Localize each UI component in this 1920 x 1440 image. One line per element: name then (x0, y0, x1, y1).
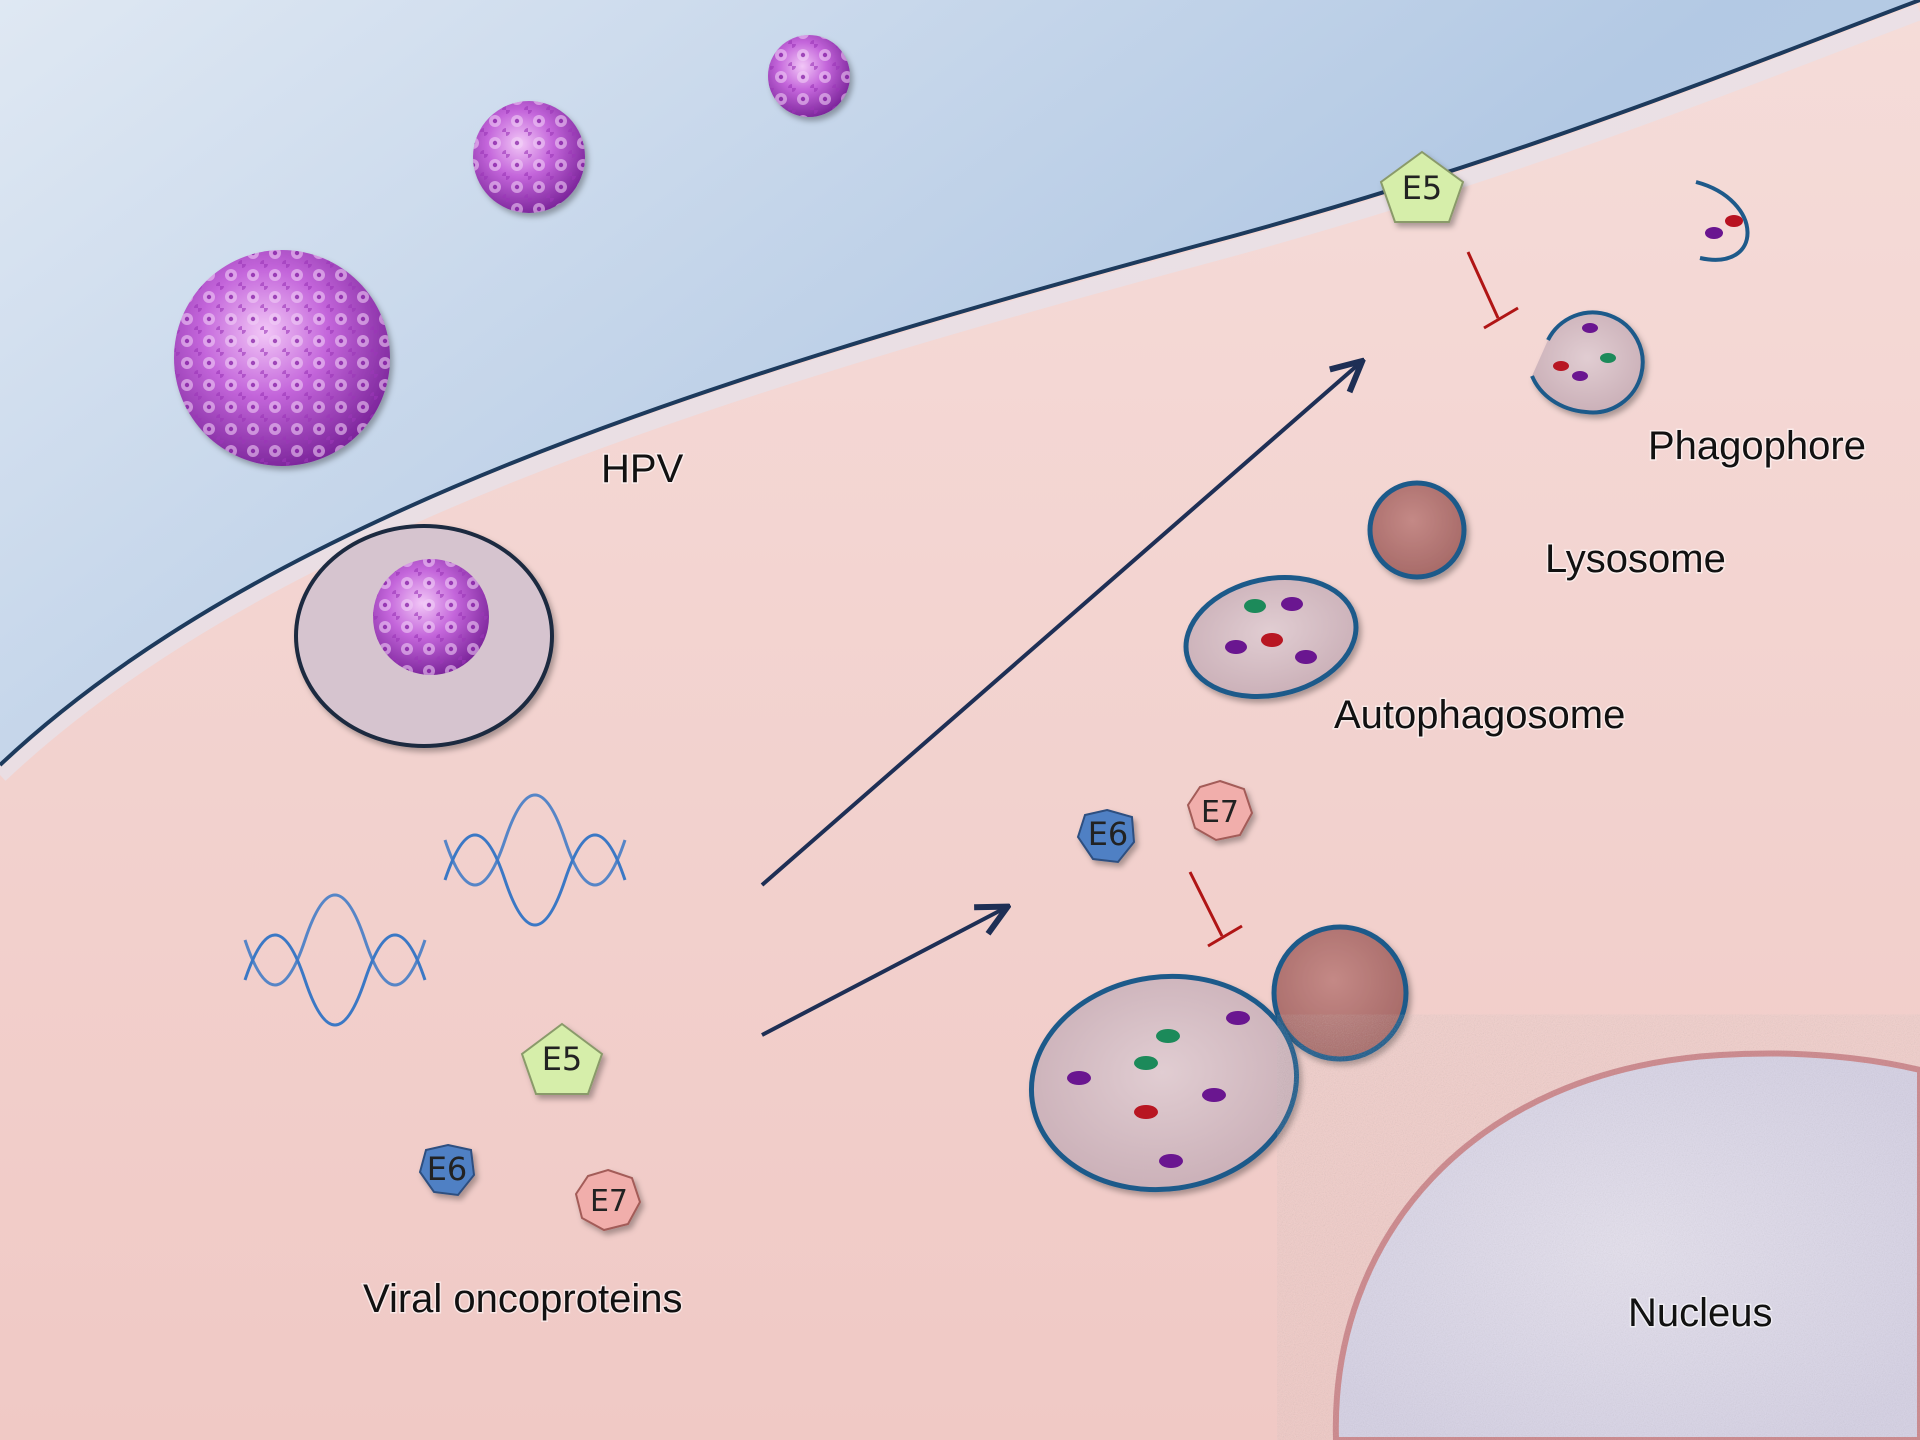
nucleus (1332, 1050, 1920, 1440)
hpv-virion-medium (473, 101, 585, 213)
cell-membrane (0, 0, 1920, 767)
hpv-label: HPV (601, 447, 684, 491)
cargo-purple (1572, 371, 1588, 381)
arrow-to-phagophore (760, 363, 1360, 887)
phagophore-label: Phagophore (1648, 424, 1866, 468)
cargo-purple (1295, 650, 1317, 664)
lysosome (1367, 480, 1467, 580)
cargo-red (1725, 215, 1743, 227)
viral-oncoproteins-label: Viral oncoproteins (363, 1277, 682, 1321)
inhibition-e6-e7-fusion (1188, 871, 1243, 948)
e7-label-upper: E7 (1201, 795, 1239, 830)
e7-protein-upper: E7 (1186, 779, 1254, 842)
hpv-virion-large (174, 250, 390, 466)
membrane-highlight (0, 4, 1920, 781)
cargo-red (1134, 1105, 1158, 1119)
cargo-green (1244, 599, 1266, 613)
inhibition-e5-phagophore (1466, 251, 1519, 330)
e5-label-lower: E5 (542, 1040, 583, 1078)
cargo-green (1134, 1056, 1158, 1070)
lysosome-label: Lysosome (1545, 537, 1726, 581)
viral-dna-helix-upper (443, 793, 627, 927)
phagophore-large (1530, 310, 1645, 415)
e6-protein-lower: E6 (418, 1143, 476, 1197)
e7-label-lower: E7 (590, 1184, 628, 1219)
cargo-purple (1705, 227, 1723, 239)
phagophore-small (1695, 180, 1750, 262)
cargo-purple (1202, 1088, 1226, 1102)
autophagosome-label: Autophagosome (1334, 693, 1625, 737)
viral-dna-helix-lower (243, 893, 427, 1027)
fusing-lysosome (1271, 924, 1409, 1062)
arrow-to-fusion (761, 908, 1005, 1037)
cargo-red (1553, 361, 1569, 371)
hpv-virion-small (768, 35, 850, 117)
fusing-autophagosome (1028, 973, 1300, 1193)
cargo-red (1261, 633, 1283, 647)
e7-protein-lower: E7 (574, 1168, 642, 1232)
cargo-purple (1226, 1011, 1250, 1025)
cargo-purple (1281, 597, 1303, 611)
e6-label-lower: E6 (427, 1150, 468, 1188)
e5-protein-upper: E5 (1379, 150, 1465, 223)
cargo-purple (1582, 323, 1598, 333)
e5-protein-lower: E5 (520, 1022, 604, 1095)
e6-label-upper: E6 (1088, 815, 1129, 853)
autophagosome (1183, 575, 1359, 699)
e6-protein-upper: E6 (1076, 808, 1136, 864)
e5-label-upper: E5 (1402, 169, 1443, 207)
cargo-green (1156, 1029, 1180, 1043)
cargo-green (1600, 353, 1616, 363)
cargo-purple (1159, 1154, 1183, 1168)
nucleus-label: Nucleus (1628, 1291, 1773, 1335)
hpv-virion-internalized (373, 559, 489, 675)
cargo-purple (1067, 1071, 1091, 1085)
cargo-purple (1225, 640, 1247, 654)
